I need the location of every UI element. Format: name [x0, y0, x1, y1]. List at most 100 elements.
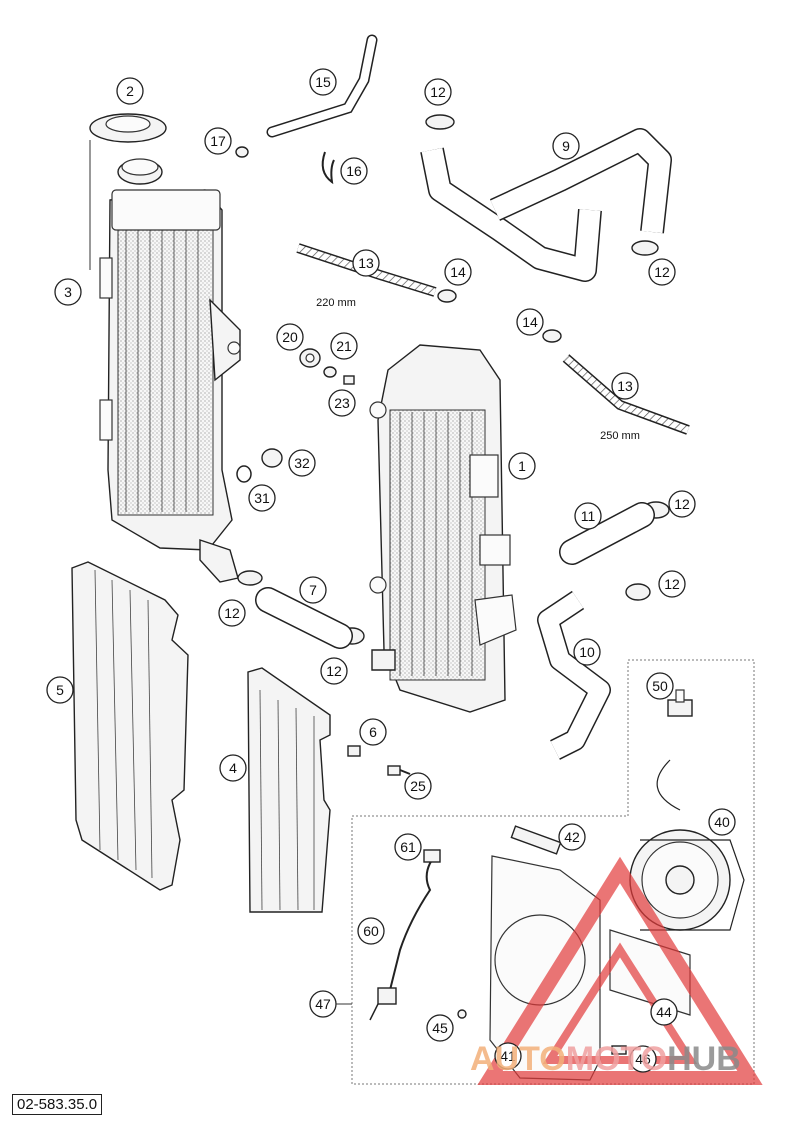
svg-text:20: 20 — [282, 329, 298, 345]
callout-42: 42 — [558, 823, 586, 851]
nut-6 — [347, 745, 361, 757]
svg-text:46: 46 — [635, 1051, 651, 1067]
callout-14-a: 14 — [444, 258, 472, 286]
callout-4: 4 — [219, 754, 247, 782]
hose-9 — [420, 128, 672, 282]
clamp-17 — [235, 146, 249, 158]
svg-text:14: 14 — [450, 264, 466, 280]
hose-13-upper — [296, 243, 437, 297]
svg-text:12: 12 — [674, 496, 690, 512]
right-radiator — [369, 344, 517, 713]
shroud-4 — [247, 667, 331, 913]
watermark-hub: HUB — [667, 1040, 741, 1078]
svg-text:12: 12 — [664, 576, 680, 592]
svg-text:15: 15 — [315, 74, 331, 90]
hose-11 — [559, 502, 655, 565]
fan-kit-frame — [351, 659, 755, 1085]
document-number: 02-583.35.0 — [12, 1094, 103, 1115]
wiring-harness-60 — [369, 849, 441, 1021]
callout-20: 20 — [276, 323, 304, 351]
svg-text:4: 4 — [229, 760, 237, 776]
watermark-text: AUTOMOTOHUB — [470, 1040, 790, 1088]
callout-12-c: 12 — [668, 490, 696, 518]
svg-text:7: 7 — [309, 582, 317, 598]
washer-21 — [323, 366, 337, 378]
clamp-12-low — [625, 583, 651, 601]
fan-40 — [629, 759, 745, 931]
callout-7: 7 — [299, 576, 327, 604]
callout-15: 15 — [309, 68, 337, 96]
svg-text:44: 44 — [656, 1004, 672, 1020]
callout-40: 40 — [708, 808, 736, 836]
callout-41: 41 — [494, 1042, 522, 1070]
svg-text:60: 60 — [363, 923, 379, 939]
hose-15 — [266, 34, 378, 138]
svg-text:6: 6 — [369, 724, 377, 740]
watermark-auto: AUTO — [470, 1040, 566, 1078]
foam-strip-42 — [510, 825, 562, 855]
svg-text:25: 25 — [410, 778, 426, 794]
svg-text:41: 41 — [500, 1048, 516, 1064]
callout-46: 46 — [629, 1045, 657, 1073]
callout-31: 31 — [248, 484, 276, 512]
watermark-moto: MOTO — [565, 1040, 668, 1078]
svg-text:5: 5 — [56, 682, 64, 698]
dimension-220mm: 220 mm — [316, 297, 356, 309]
callout-12-f: 12 — [320, 657, 348, 685]
callout-12-e: 12 — [218, 599, 246, 627]
svg-text:61: 61 — [400, 839, 416, 855]
callout-5: 5 — [46, 676, 74, 704]
callout-17: 17 — [204, 127, 232, 155]
callout-23: 23 — [328, 389, 356, 417]
svg-text:32: 32 — [294, 455, 310, 471]
svg-text:2: 2 — [126, 83, 134, 99]
radiator-cap — [89, 113, 167, 270]
callout-2: 2 — [116, 77, 144, 105]
svg-text:47: 47 — [315, 996, 331, 1012]
callout-1: 1 — [508, 452, 536, 480]
svg-text:21: 21 — [336, 338, 352, 354]
callout-12-b: 12 — [648, 258, 676, 286]
svg-text:3: 3 — [64, 284, 72, 300]
svg-text:14: 14 — [522, 314, 538, 330]
callout-14-b: 14 — [516, 308, 544, 336]
svg-text:50: 50 — [652, 678, 668, 694]
callout-44: 44 — [650, 998, 678, 1026]
callout-45: 45 — [426, 1014, 454, 1042]
clamp-14-lower — [542, 329, 562, 343]
svg-text:17: 17 — [210, 133, 226, 149]
svg-text:12: 12 — [654, 264, 670, 280]
o-ring-31 — [236, 465, 252, 483]
left-radiator — [99, 158, 241, 583]
svg-text:23: 23 — [334, 395, 350, 411]
screw-25 — [387, 765, 411, 776]
svg-text:10: 10 — [579, 644, 595, 660]
hose-13-lower — [562, 354, 690, 435]
grommet-20 — [299, 348, 321, 368]
hose-10 — [537, 590, 611, 760]
callout-12-d: 12 — [658, 570, 686, 598]
svg-text:12: 12 — [224, 605, 240, 621]
callout-13-b: 13 — [611, 372, 639, 400]
clip-16 — [321, 151, 335, 185]
callout-10: 10 — [573, 638, 601, 666]
callout-16: 16 — [340, 157, 368, 185]
svg-text:9: 9 — [562, 138, 570, 154]
shroud-5 — [71, 561, 189, 891]
svg-text:1: 1 — [518, 458, 526, 474]
callout-61: 61 — [394, 833, 422, 861]
clamp-14-upper — [437, 289, 457, 303]
temperature-switch-50 — [667, 689, 693, 717]
svg-text:12: 12 — [326, 663, 342, 679]
plug-32 — [261, 448, 283, 468]
svg-text:11: 11 — [581, 508, 596, 524]
callout-32: 32 — [288, 449, 316, 477]
callout-11: 11 — [574, 502, 602, 530]
callout-9: 9 — [552, 132, 580, 160]
svg-text:40: 40 — [714, 814, 730, 830]
svg-text:42: 42 — [564, 829, 580, 845]
callout-13-a: 13 — [352, 249, 380, 277]
callout-47: 47 — [309, 990, 337, 1018]
svg-text:13: 13 — [358, 255, 374, 271]
